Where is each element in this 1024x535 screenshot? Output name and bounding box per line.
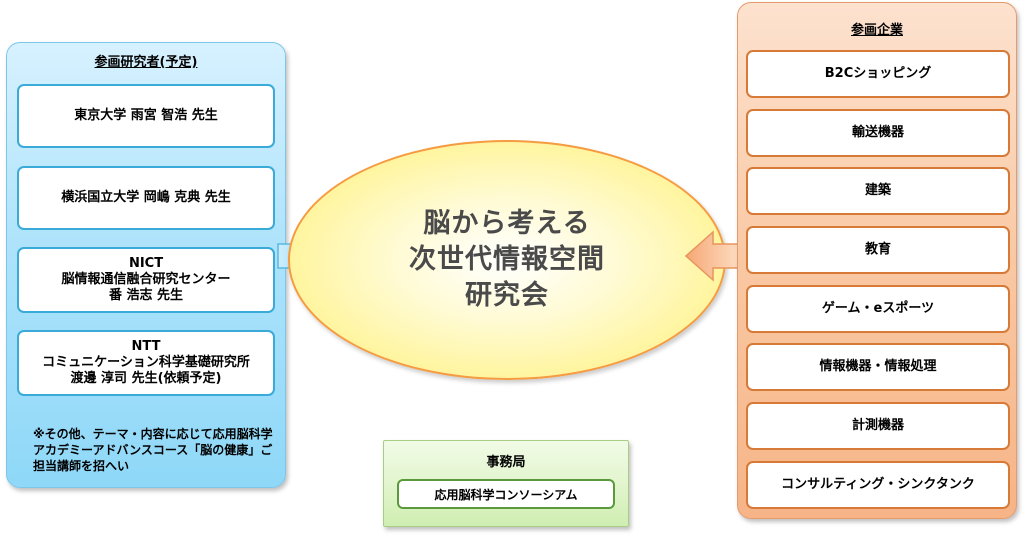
researcher-line: 脳情報通信融合研究センター <box>61 272 231 287</box>
company-item-label: コンサルティング・シンクタンク <box>781 477 975 492</box>
company-item: 計測機器 <box>746 402 1010 450</box>
researcher-line: 番 浩志 先生 <box>108 288 184 303</box>
researcher-line: NTT <box>131 339 161 354</box>
company-item: 情報機器・情報処理 <box>746 343 1010 391</box>
secretariat-panel: 事務局 応用脳科学コンソーシアム <box>383 440 629 527</box>
company-item-label: 情報機器・情報処理 <box>819 359 937 374</box>
researcher-box-2: 横浜国立大学 岡嶋 克典 先生 <box>17 166 275 230</box>
secretariat-title: 事務局 <box>486 455 526 470</box>
company-item: 輸送機器 <box>746 109 1010 157</box>
study-group-title-line: 研究会 <box>465 280 549 311</box>
researchers-panel: 参画研究者(予定) 東京大学 雨宮 智浩 先生 横浜国立大学 岡嶋 克典 先生 … <box>6 42 286 488</box>
company-item: B2Cショッピング <box>746 50 1010 98</box>
researcher-line: 横浜国立大学 岡嶋 克典 先生 <box>61 190 231 205</box>
company-item-label: 建築 <box>864 183 891 198</box>
researcher-line: コミュニケーション科学基礎研究所 <box>42 355 250 370</box>
company-item: 建築 <box>746 167 1010 215</box>
company-item-label: 計測機器 <box>851 418 904 433</box>
study-group-ellipse: 脳から考える 次世代情報空間 研究会 <box>288 140 726 380</box>
researcher-box-1: 東京大学 雨宮 智浩 先生 <box>17 84 275 148</box>
secretariat-name: 応用脳科学コンソーシアム <box>434 487 578 502</box>
companies-panel-title: 参画企業 <box>850 23 903 38</box>
company-item: ゲーム・eスポーツ <box>746 285 1010 333</box>
researchers-panel-title: 参画研究者(予定) <box>94 55 198 70</box>
left-arrow-icon <box>684 230 744 282</box>
company-item-label: B2Cショッピング <box>824 66 932 81</box>
researcher-line: NICT <box>128 256 164 271</box>
company-item: 教育 <box>746 226 1010 274</box>
researcher-line: 渡邊 淳司 先生(依頼予定) <box>70 371 222 386</box>
company-item-label: 輸送機器 <box>851 125 904 140</box>
researcher-line: 東京大学 雨宮 智浩 先生 <box>74 108 218 123</box>
secretariat-name-box: 応用脳科学コンソーシアム <box>397 479 615 509</box>
study-group-title-line: 脳から考える <box>423 208 591 239</box>
researcher-box-3: NICT 脳情報通信融合研究センター 番 浩志 先生 <box>17 247 275 313</box>
researchers-note: ※その他、テーマ・内容に応じて応用脳科学アカデミーアドバンスコース「脳の健康」ご… <box>33 427 273 473</box>
company-item: コンサルティング・シンクタンク <box>746 461 1010 509</box>
study-group-title-line: 次世代情報空間 <box>409 244 605 275</box>
companies-panel: 参画企業 B2Cショッピング 輸送機器 建築 教育 ゲーム・eスポーツ 情報機器… <box>737 2 1017 519</box>
company-item-label: 教育 <box>864 242 891 257</box>
researcher-box-4: NTT コミュニケーション科学基礎研究所 渡邊 淳司 先生(依頼予定) <box>17 330 275 396</box>
company-item-label: ゲーム・eスポーツ <box>821 301 935 316</box>
